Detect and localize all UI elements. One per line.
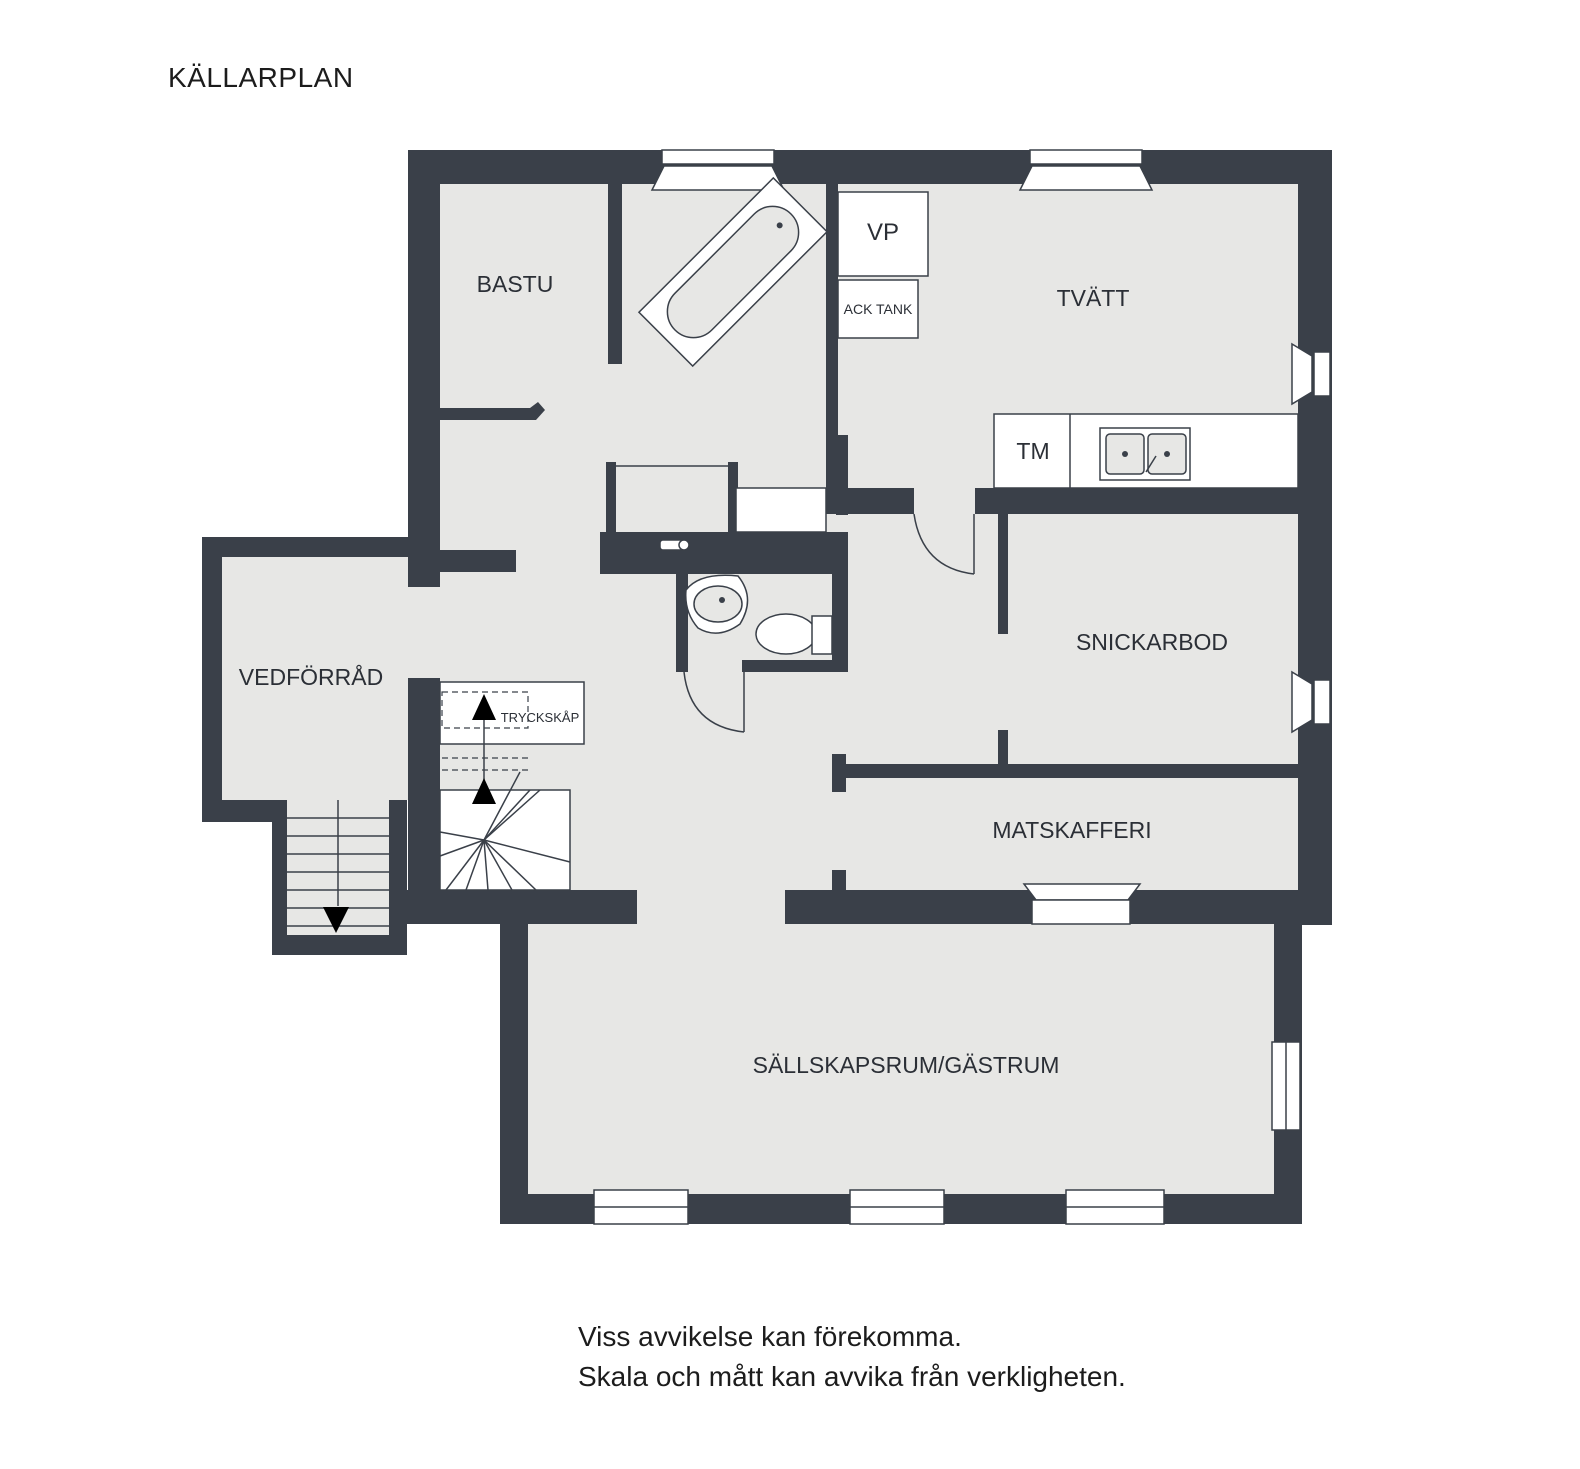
door-swing-wc <box>683 671 745 733</box>
window-snickarbod-right <box>1291 670 1331 734</box>
floor-areas <box>222 182 1330 1194</box>
window-tvatt-top <box>1018 149 1154 191</box>
door-swing-tvatt <box>913 513 975 575</box>
fixtures <box>439 176 1299 745</box>
label-snickarbod: SNICKARBOD <box>1076 629 1228 655</box>
label-tm: TM <box>1016 438 1049 464</box>
windows <box>593 149 1331 1225</box>
window-tvatt-right <box>1291 342 1331 406</box>
heat-pump-box <box>837 191 929 277</box>
double-sink <box>1099 427 1191 481</box>
bathtub <box>637 176 829 368</box>
doors <box>683 513 975 733</box>
window-sallskap-right <box>1271 1041 1301 1131</box>
room-labels: BASTU VP ACK TANK TVÄTT TM SNICKARBOD VE… <box>239 219 1228 1078</box>
label-vp: VP <box>867 219 899 246</box>
ack-tank-box <box>837 279 919 339</box>
stair-up-arrow-icon <box>472 694 496 720</box>
window-sallskap-bottom-1 <box>593 1189 689 1225</box>
washbasin <box>685 574 749 634</box>
stair-down-arrow-icon <box>323 907 349 933</box>
inner-stair <box>439 691 571 891</box>
label-ack-tank: ACK TANK <box>844 301 913 317</box>
window-matskafferi <box>1022 883 1142 925</box>
window-sallskap-bottom-3 <box>1065 1189 1165 1225</box>
label-vedforrad: VEDFÖRRÅD <box>239 663 383 690</box>
disclaimer: Viss avvikelse kan förekomma. Skala och … <box>578 1317 1126 1397</box>
shower-mixer <box>659 539 690 551</box>
plan-title: KÄLLARPLAN <box>168 62 354 93</box>
window-bath-top <box>650 149 786 191</box>
label-matskafferi: MATSKAFFERI <box>992 817 1151 843</box>
stair-up-arrow-icon-2 <box>472 778 496 804</box>
toilet <box>755 613 833 655</box>
window-sallskap-bottom-2 <box>849 1189 945 1225</box>
label-tvatt: TVÄTT <box>1057 285 1130 311</box>
label-sallskapsrum: SÄLLSKAPSRUM/GÄSTRUM <box>753 1052 1060 1078</box>
label-bastu: BASTU <box>477 271 554 297</box>
disclaimer-line-2: Skala och mått kan avvika från verklighe… <box>578 1361 1126 1392</box>
label-tryckskap: TRYCKSKÅP <box>501 710 580 725</box>
interior-walls <box>440 184 1300 892</box>
bench <box>735 487 827 533</box>
disclaimer-line-1: Viss avvikelse kan förekomma. <box>578 1321 962 1352</box>
outer-stair <box>287 800 389 933</box>
